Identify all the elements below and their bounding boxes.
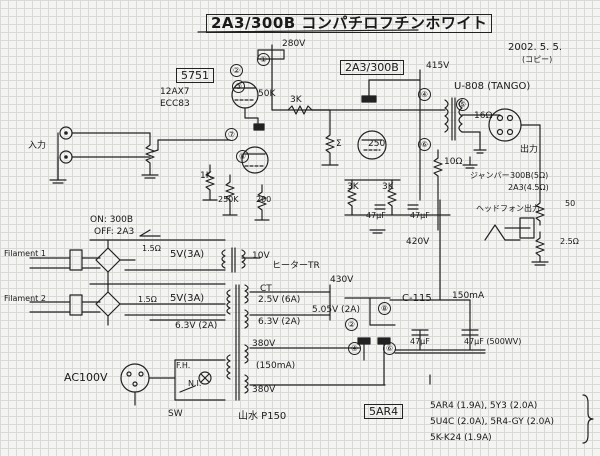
fuse-holder-label: F.H. [176, 361, 191, 370]
heater-supply-1 [29, 229, 261, 286]
selector-on: ON: 300B [90, 215, 134, 225]
input-jacks [49, 126, 151, 184]
resistor-50-hp: 50 [565, 199, 576, 208]
input-tube-alt: 12AX7 [160, 87, 190, 97]
winding-2-5v-6a: 2.5V (6A) [258, 295, 301, 305]
resistor-50k: 50K [258, 89, 276, 99]
winding-ct: CT [260, 284, 272, 294]
input-tube-label: 5751 [176, 68, 214, 83]
cap-47uf-d: 47μF (500WV) [464, 337, 522, 346]
choke-label: 150mA [452, 291, 485, 301]
resistor-250: 250 [368, 139, 386, 149]
rectifier-label: 5AR4 [364, 404, 404, 419]
output-tube-stage [344, 69, 451, 234]
selector-off: OFF: 2A3 [94, 227, 135, 237]
voltage-b-420: 420V [406, 237, 430, 247]
resistor-10ohm: 10Ω [444, 157, 463, 167]
output-tap-300b: 300B(5Ω) [510, 171, 549, 180]
voltage-b-430: 430V [330, 275, 354, 285]
resistor-2-5ohm: 2.5Ω [560, 237, 579, 246]
cap-47uf-b: 47μF [410, 211, 430, 220]
power-transformer [226, 284, 386, 401]
resistor-3k-b: 3K [347, 182, 359, 192]
resistor-1-5-b: 1.5Ω [138, 295, 157, 304]
pin-1-marker: ① [257, 53, 270, 66]
neon-indicator-label: N.I. [188, 379, 202, 388]
pin-6-marker: ⑥ [418, 138, 431, 151]
pin-3-marker: ③ [232, 80, 245, 93]
jumper-label: ジャンパー [470, 171, 510, 180]
resistor-1-5-a: 1.5Ω [142, 244, 161, 253]
rectifier-tube [344, 297, 396, 386]
winding-5v-3a-a: 5V(3A) [170, 249, 205, 260]
heater-transformer-label: ヒーターTR [272, 261, 320, 271]
rectifier-subs-3: 5K-K24 (1.9A) [430, 433, 492, 443]
volume-pot [141, 132, 231, 179]
ground-symbols [462, 156, 478, 169]
rect-pin-6-marker: ⑥ [383, 342, 396, 355]
pin-5-marker: ⑤ [456, 98, 469, 111]
date-note: (コピー) [522, 55, 553, 64]
output-tube-label: 2A3/300B [340, 60, 404, 75]
pin-2-marker: ② [230, 64, 243, 77]
heater-supply-2 [29, 283, 226, 326]
pin-4-marker: ④ [418, 88, 431, 101]
winding-5v-2a: 5.05V (2A) [312, 305, 360, 315]
pin-8-marker: ⑧ [236, 150, 249, 163]
rect-pin-2-marker: ② [345, 318, 358, 331]
output-tap-2a3: 2A3(4.5Ω) [508, 183, 549, 192]
resistor-16ohm: 16Ω [474, 111, 493, 121]
rect-pin-4-marker: ④ [348, 342, 361, 355]
b-plus-rail [389, 199, 486, 385]
resistor-250k: 250K [218, 195, 239, 204]
voltage-380-a: 380V [252, 339, 276, 349]
coupling-network [287, 105, 441, 166]
cap-47uf-c: 47μF [410, 337, 430, 346]
rectifier-subs-2: 5U4C (2.0A), 5R4-GY (2.0A) [430, 417, 555, 427]
voltage-b-top: 280V [282, 39, 306, 49]
schematic-title: 2A3/300B コンパチロフチンホワイト [206, 14, 493, 33]
input-tube-alt2: ECC83 [160, 99, 190, 109]
rectifier-subs-1: 5AR4 (1.9A), 5Y3 (2.0A) [430, 401, 538, 411]
resistor-3k-a: 3K [290, 95, 302, 105]
filament-2-label: Filament 2 [4, 294, 46, 303]
drawing-date: 2002. 5. 5. [508, 42, 563, 53]
choke-current: (150mA) [256, 361, 296, 371]
output-transformer-label: U-808 (TANGO) [454, 81, 531, 92]
output-label: 出力 [520, 145, 539, 155]
headphone-network [484, 194, 549, 266]
winding-63v-2a: 6.3V (2A) [175, 321, 218, 331]
resistor-200: 200 [256, 195, 272, 204]
regulator-label: C-115 [402, 293, 432, 304]
winding-5v-3a-b: 5V(3A) [170, 293, 205, 304]
winding-10v: 10V [252, 251, 270, 261]
winding-63v-2a-b: 6.3V (2A) [258, 317, 301, 327]
cap-47uf-a: 47μF [366, 211, 386, 220]
headphone-label: ヘッドフォン出力 [476, 204, 540, 213]
ac-input [120, 359, 226, 406]
ac-input-label: AC100V [64, 371, 108, 384]
filament-1-label: Filament 1 [4, 249, 46, 258]
resistor-sigma: Σ [336, 139, 342, 149]
voltage-380-b: 380V [252, 385, 276, 395]
power-transformer-label: 山水 P150 [238, 411, 287, 422]
input-tube-stage [202, 44, 331, 221]
resistor-3k-c: 3K [382, 182, 394, 192]
voltage-b-out: 415V [426, 61, 450, 71]
resistor-1k: 1K [200, 171, 212, 181]
pin-7-marker: ⑦ [225, 128, 238, 141]
rect-pin-8-marker: ⑧ [378, 302, 391, 315]
switch-label: SW [168, 409, 183, 419]
input-label: 入力 [28, 141, 47, 151]
